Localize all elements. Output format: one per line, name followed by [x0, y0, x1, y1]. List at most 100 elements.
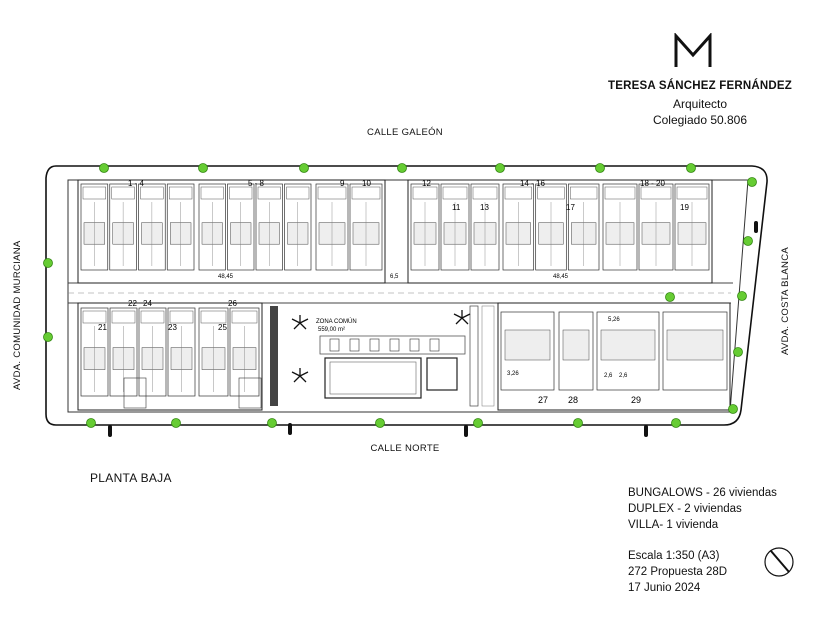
parking-space — [317, 186, 347, 200]
planter-strip — [469, 305, 479, 407]
unit-label: 24 — [143, 299, 152, 308]
legend-bungalows: BUNGALOWS - 26 viviendas — [628, 487, 777, 499]
unit-label: 5 - 8 — [248, 179, 265, 188]
parking-space — [111, 186, 135, 200]
street-label-north: CALLE GALEÓN — [367, 127, 443, 138]
tree-icon — [43, 258, 53, 268]
tree-icon — [671, 418, 681, 428]
unit-label: 29 — [631, 395, 641, 405]
dwelling-unit — [470, 183, 500, 271]
tree-icon — [86, 418, 96, 428]
dwelling-unit — [638, 183, 674, 271]
housing-block — [77, 302, 263, 411]
north-arrow-icon — [764, 547, 794, 577]
parking-space — [604, 186, 636, 200]
street-lamp-icon — [644, 425, 648, 437]
sun-lounger — [409, 338, 420, 352]
common-zone-area: 559,00 m² — [318, 327, 345, 333]
dwelling-unit — [229, 307, 260, 397]
tree-icon — [171, 418, 181, 428]
pool-main — [324, 357, 422, 399]
dwelling-unit — [662, 311, 728, 391]
parking-space — [169, 310, 194, 324]
unit-label: 27 — [538, 395, 548, 405]
dwelling-unit — [80, 183, 109, 271]
house-footprint — [504, 329, 551, 361]
dwelling-unit — [138, 183, 166, 271]
street-lamp-icon — [288, 423, 292, 435]
parking-space — [286, 186, 310, 200]
dwelling-unit — [410, 183, 440, 271]
terrace-area — [319, 335, 466, 355]
date-text: 17 Junio 2024 — [628, 582, 701, 594]
tree-icon — [375, 418, 385, 428]
dwelling-unit — [255, 183, 283, 271]
dimension-label: 2,6 — [604, 373, 613, 379]
house-footprint — [666, 329, 724, 361]
dwelling-unit — [109, 183, 137, 271]
dwelling-unit — [198, 183, 226, 271]
parking-space — [200, 310, 227, 324]
unit-label: 22 — [128, 299, 137, 308]
unit-label: 14 - 16 — [520, 179, 545, 188]
dimension-label: 48,45 — [553, 274, 569, 280]
dwelling-unit — [674, 183, 710, 271]
dwelling-unit — [440, 183, 470, 271]
house-footprint — [562, 329, 590, 361]
tree-icon — [495, 163, 505, 173]
parking-space — [238, 377, 262, 409]
proposal-text: 272 Propuesta 28D — [628, 566, 728, 578]
parking-space — [257, 186, 281, 200]
tree-icon — [267, 418, 277, 428]
sun-lounger — [389, 338, 400, 352]
tree-icon — [743, 236, 753, 246]
tree-icon — [299, 163, 309, 173]
parking-space — [412, 186, 438, 200]
tree-icon — [573, 418, 583, 428]
dimension-label: 3,26 — [507, 371, 519, 377]
dwelling-unit — [198, 307, 229, 397]
sun-lounger — [429, 338, 440, 352]
legend-duplex: DUPLEX - 2 viviendas — [628, 503, 742, 515]
legend-villa: VILLA- 1 vivienda — [628, 519, 719, 531]
tree-icon — [473, 418, 483, 428]
street-label-south: CALLE NORTE — [370, 443, 440, 454]
unit-label: 23 — [168, 323, 177, 332]
unit-label: 21 — [98, 323, 107, 332]
architect-registration: Colegiado 50.806 — [652, 113, 748, 127]
common-zone-title: ZONA COMÚN — [316, 318, 357, 325]
parking-space — [351, 186, 381, 200]
street-lamp-icon — [464, 425, 468, 437]
scale-text: Escala 1:350 (A3) — [628, 550, 720, 562]
plot-boundary — [45, 165, 768, 426]
tree-icon — [747, 177, 757, 187]
tree-icon — [397, 163, 407, 173]
dwelling-unit — [558, 311, 594, 391]
unit-label: 28 — [568, 395, 578, 405]
parking-space — [537, 186, 565, 200]
parking-space — [231, 310, 258, 324]
parking-space — [504, 186, 532, 200]
tree-icon — [99, 163, 109, 173]
pool-small — [426, 357, 458, 391]
unit-label: 12 — [422, 179, 431, 188]
parking-space — [169, 186, 193, 200]
parking-space — [140, 186, 164, 200]
dwelling-unit — [349, 183, 383, 271]
parking-space — [570, 186, 598, 200]
sun-lounger — [369, 338, 380, 352]
dwelling-unit — [567, 183, 600, 271]
housing-block — [497, 302, 731, 411]
dwelling-unit — [166, 183, 195, 271]
unit-label: 17 — [566, 203, 575, 212]
unit-label: 13 — [480, 203, 489, 212]
unit-label: 9 — [340, 179, 345, 188]
parking-space — [82, 186, 106, 200]
parking-space — [472, 186, 498, 200]
dwelling-unit — [284, 183, 312, 271]
parking-space — [229, 186, 253, 200]
dwelling-unit — [535, 183, 567, 271]
parking-space — [676, 186, 708, 200]
dwelling-unit — [80, 307, 109, 397]
